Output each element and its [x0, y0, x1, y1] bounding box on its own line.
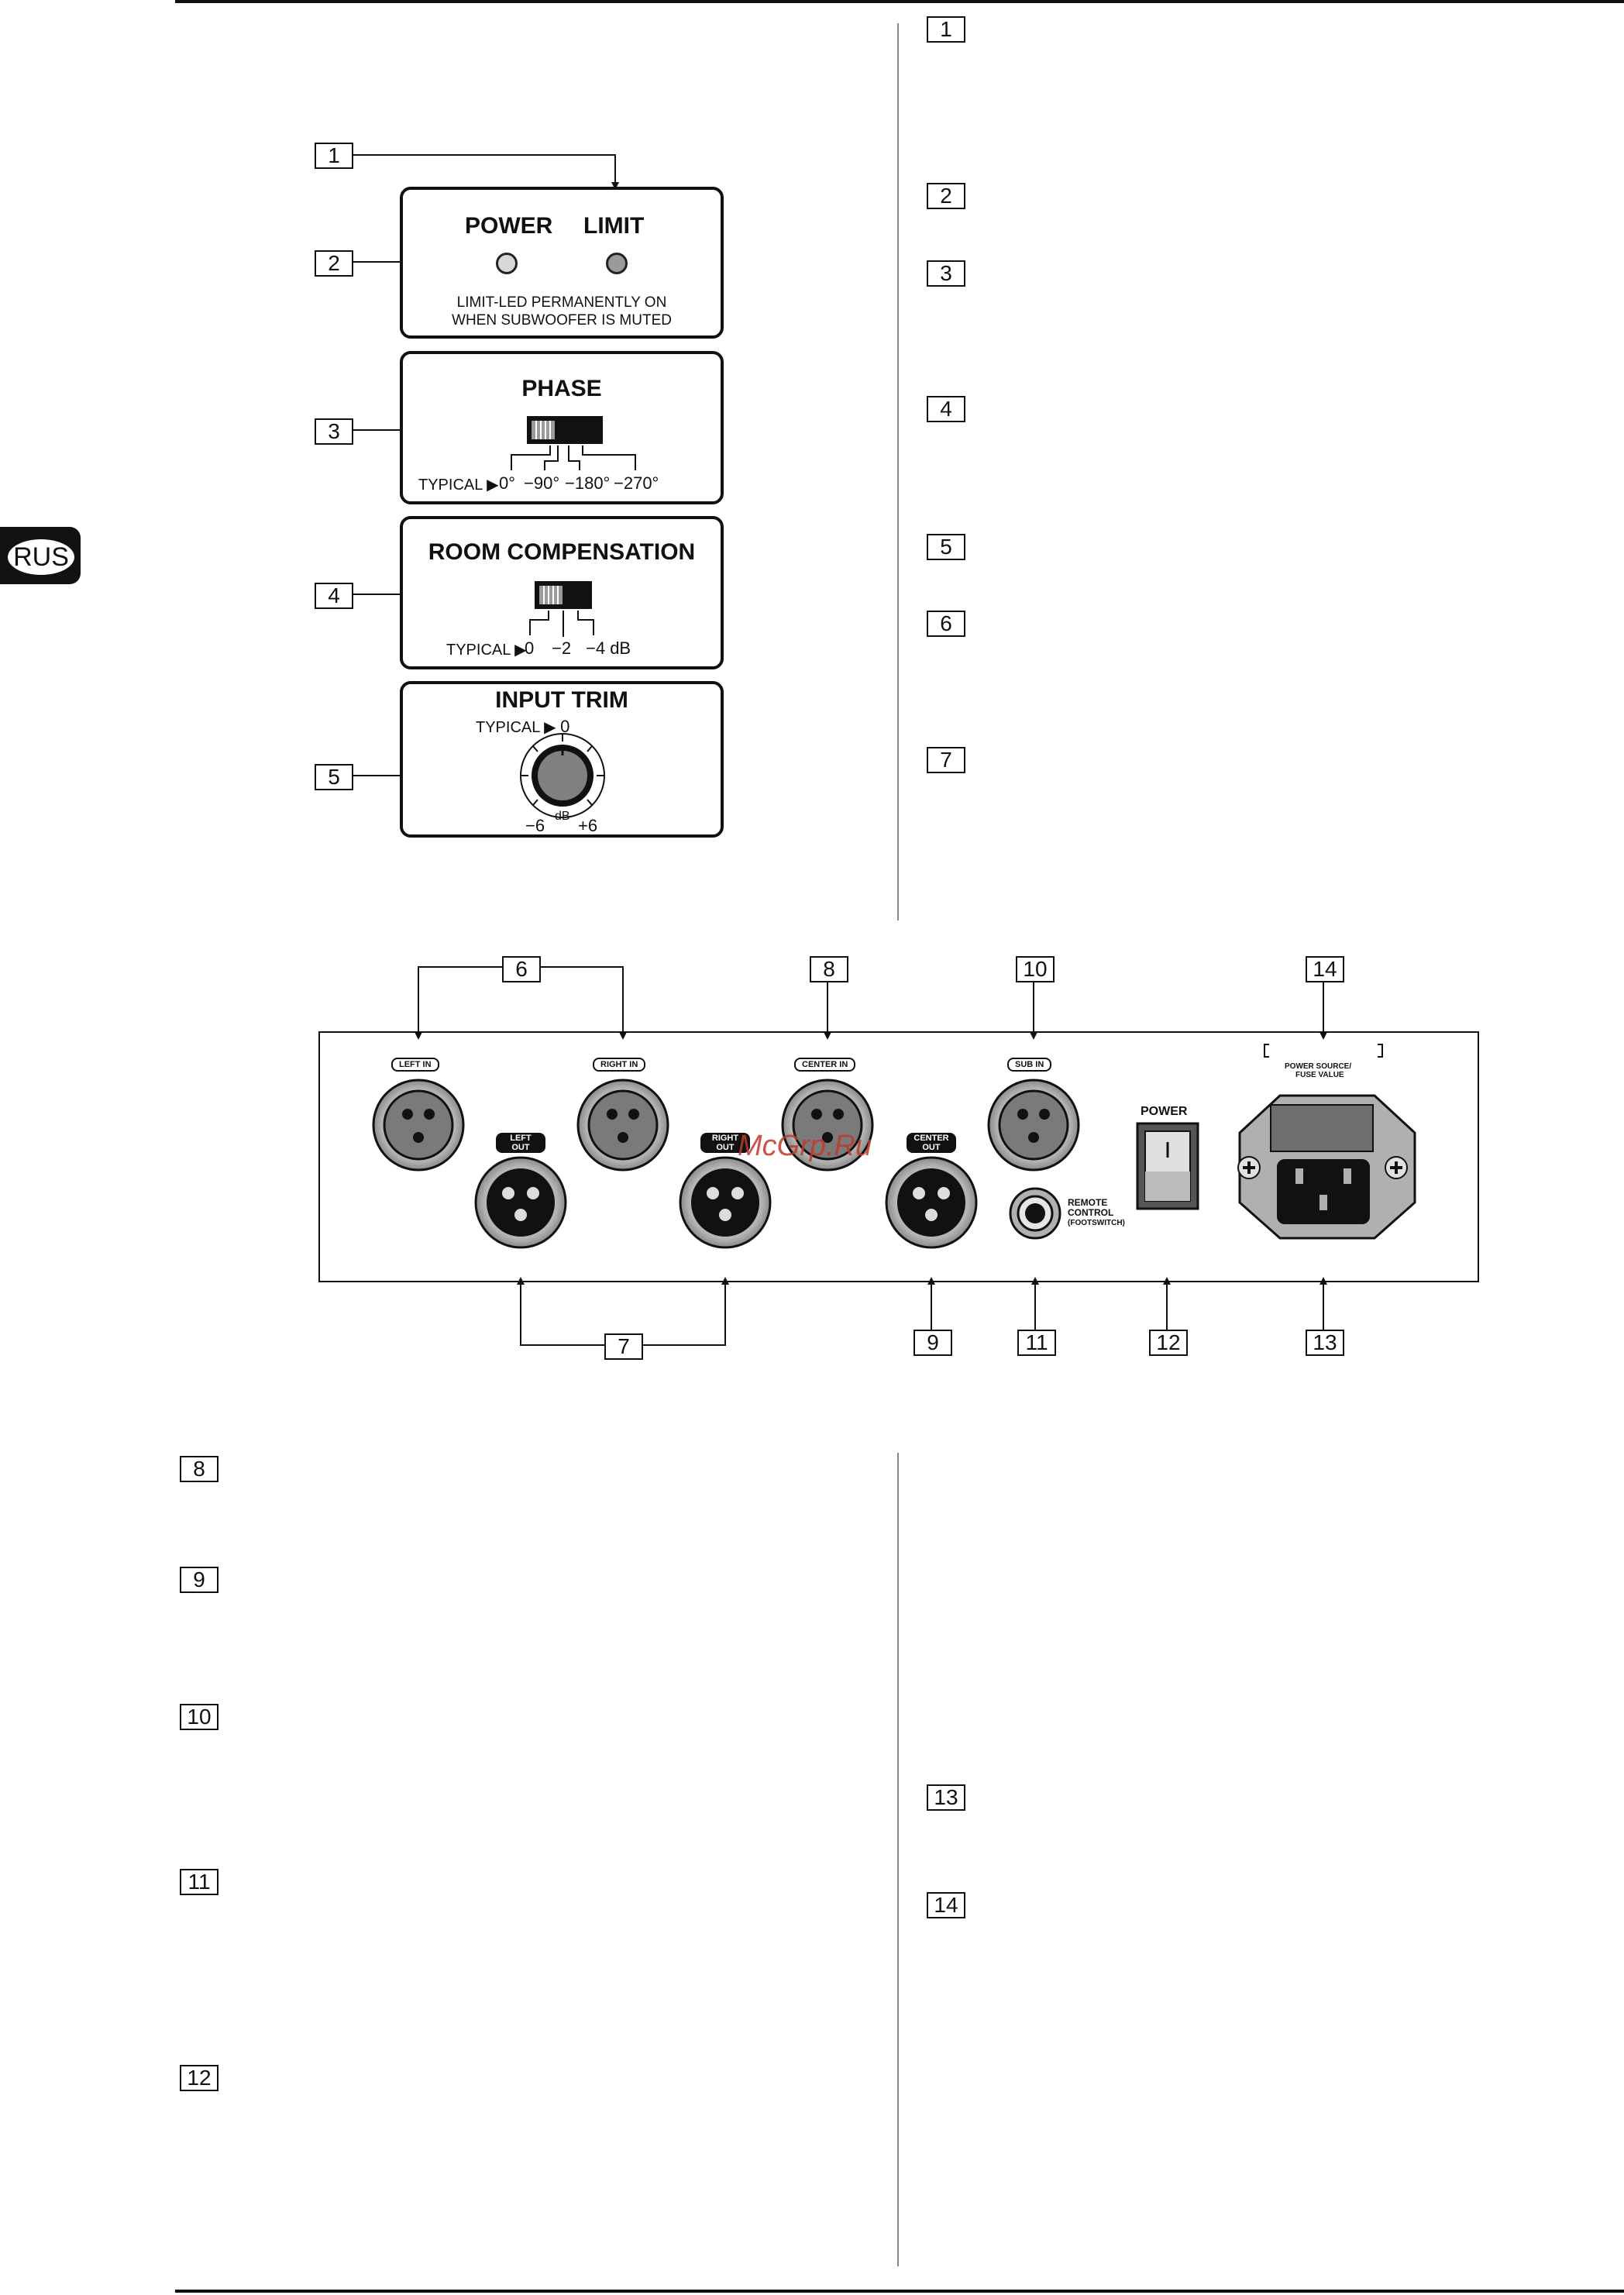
- marker-4: 4: [927, 396, 965, 422]
- fuse-label-line1: POWER SOURCE/: [1285, 1062, 1352, 1071]
- rear-callout-11: 11: [1017, 1330, 1056, 1356]
- room-compensation-typical-label: TYPICAL ▶: [446, 642, 527, 659]
- rear-callout-6: 6: [502, 956, 541, 982]
- callout-5: 5: [315, 764, 353, 790]
- remote-label-line3: (FOOTSWITCH): [1068, 1219, 1125, 1227]
- rear-callout-12: 12: [1149, 1330, 1188, 1356]
- power-switch[interactable]: [1136, 1122, 1199, 1210]
- rear-callout-8: 8: [810, 956, 848, 982]
- phase-value-180: −180°: [565, 473, 611, 493]
- rear-callout-14: 14: [1306, 956, 1344, 982]
- watermark: McGrp.Ru: [738, 1130, 872, 1162]
- input-trim-title: INPUT TRIM: [495, 687, 628, 713]
- marker-7: 7: [927, 747, 965, 773]
- room-compensation-panel: ROOM COMPENSATION TYPICAL ▶ 0 −2 −4 dB: [400, 516, 724, 669]
- center-in-label: CENTER IN: [794, 1058, 856, 1072]
- right-out-xlr[interactable]: [679, 1156, 772, 1249]
- remote-label-line2: CONTROL: [1068, 1207, 1114, 1218]
- power-led: [496, 253, 518, 274]
- callout-3: 3: [315, 418, 353, 445]
- callout-4: 4: [315, 583, 353, 609]
- phase-switch[interactable]: [403, 354, 727, 508]
- rear-callout-10: 10: [1016, 956, 1055, 982]
- input-trim-min: −6: [525, 816, 545, 835]
- sub-in-label: SUB IN: [1007, 1058, 1052, 1072]
- rear-callout-7: 7: [604, 1333, 643, 1360]
- center-out-label: CENTER OUT: [907, 1133, 956, 1153]
- marker-11: 11: [180, 1869, 218, 1895]
- limit-note-line1: LIMIT-LED PERMANENTLY ON: [456, 294, 667, 311]
- callout-1: 1: [315, 143, 353, 169]
- power-inlet[interactable]: [1237, 1044, 1418, 1240]
- language-tab: RUS: [0, 527, 81, 584]
- bottom-rule: [175, 2290, 1624, 2293]
- phase-value-0: 0°: [499, 473, 516, 493]
- right-out-label: RIGHT OUT: [700, 1133, 750, 1153]
- input-trim-max: +6: [578, 816, 598, 835]
- marker-12: 12: [180, 2065, 218, 2091]
- sub-in-xlr[interactable]: [987, 1079, 1080, 1172]
- phase-value-90: −90°: [524, 473, 560, 493]
- power-led-label: POWER: [465, 213, 553, 239]
- room-compensation-value-2: −2: [552, 638, 572, 658]
- limit-led: [606, 253, 628, 274]
- right-in-label: RIGHT IN: [593, 1058, 646, 1072]
- fuse-label-line2: FUSE VALUE: [1295, 1071, 1344, 1079]
- limit-led-label: LIMIT: [583, 213, 645, 239]
- marker-6: 6: [927, 611, 965, 637]
- top-rule: [175, 0, 1624, 3]
- column-divider-bottom: [897, 1453, 899, 2266]
- left-in-xlr[interactable]: [372, 1079, 465, 1172]
- input-trim-knob[interactable]: [403, 684, 727, 841]
- room-compensation-value-0: 0: [525, 638, 535, 658]
- status-panel: POWER LIMIT LIMIT-LED PERMANENTLY ON WHE…: [400, 187, 724, 339]
- marker-9: 9: [180, 1567, 218, 1593]
- marker-1: 1: [927, 16, 965, 43]
- phase-typical-label: TYPICAL ▶: [418, 477, 499, 494]
- rear-callout-13: 13: [1306, 1330, 1344, 1356]
- left-in-label: LEFT IN: [391, 1058, 439, 1072]
- rear-callout-9: 9: [914, 1330, 952, 1356]
- room-compensation-value-4: −4 dB: [586, 638, 631, 658]
- input-trim-panel: INPUT TRIM TYPICAL ▶ 0 −6 dB +6: [400, 681, 724, 838]
- center-out-xlr[interactable]: [885, 1156, 978, 1249]
- marker-8: 8: [180, 1456, 218, 1482]
- marker-5: 5: [927, 534, 965, 560]
- room-compensation-switch[interactable]: [403, 519, 727, 673]
- language-tab-label: RUS: [6, 538, 76, 576]
- remote-label-line1: REMOTE: [1068, 1197, 1108, 1208]
- limit-note-line2: WHEN SUBWOOFER IS MUTED: [452, 312, 672, 329]
- left-out-label: LEFT OUT: [496, 1133, 545, 1153]
- input-trim-unit: dB: [555, 810, 570, 823]
- remote-control-jack[interactable]: [1009, 1187, 1061, 1240]
- right-in-xlr[interactable]: [576, 1079, 669, 1172]
- room-compensation-title: ROOM COMPENSATION: [428, 539, 696, 565]
- phase-title: PHASE: [521, 376, 602, 401]
- phase-value-270: −270°: [614, 473, 659, 493]
- left-out-xlr[interactable]: [474, 1156, 567, 1249]
- marker-3: 3: [927, 260, 965, 287]
- column-divider-top: [897, 23, 899, 920]
- power-switch-label: POWER: [1141, 1105, 1188, 1118]
- marker-10: 10: [180, 1704, 218, 1730]
- marker-2: 2: [927, 183, 965, 209]
- callout-2: 2: [315, 250, 353, 277]
- input-trim-typical-label: TYPICAL ▶ 0: [476, 717, 570, 736]
- center-in-xlr[interactable]: [781, 1079, 874, 1172]
- marker-13: 13: [927, 1784, 965, 1811]
- marker-14: 14: [927, 1892, 965, 1918]
- phase-panel: PHASE TYPICAL ▶ 0° −90° −180° −270°: [400, 351, 724, 504]
